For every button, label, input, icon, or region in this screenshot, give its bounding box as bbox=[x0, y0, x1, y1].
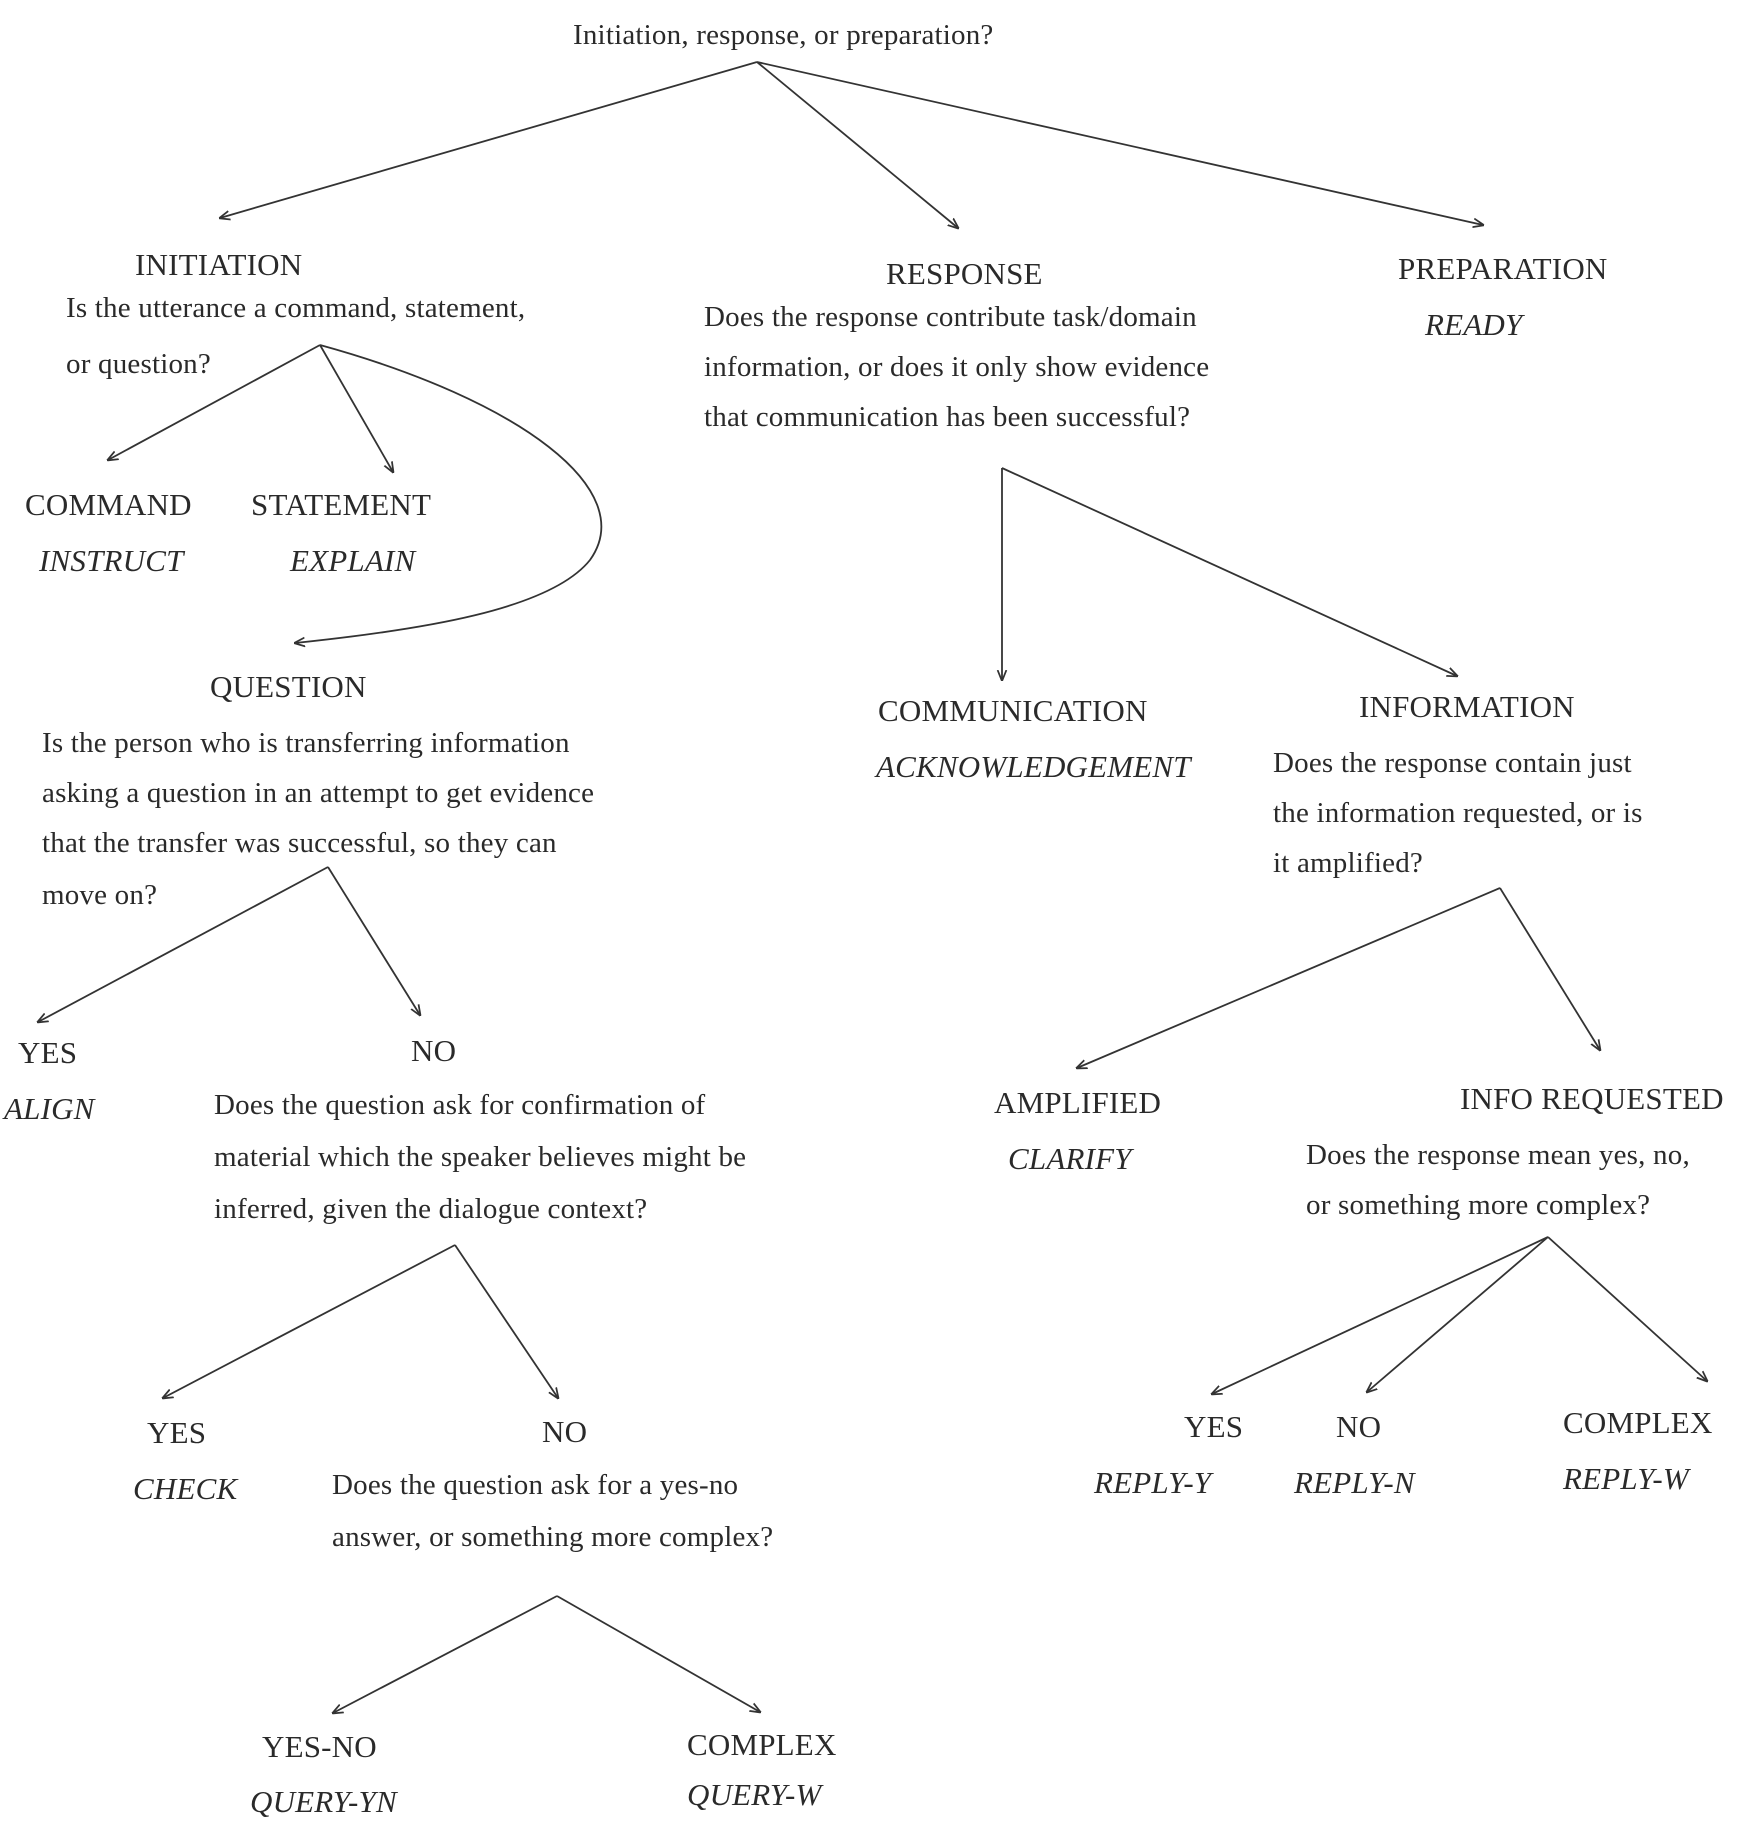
inforequested-question-line-2: or something more complex? bbox=[1306, 1189, 1651, 1221]
edge-root-preparation bbox=[756, 61, 1483, 225]
reply-no-label: NO bbox=[1336, 1409, 1382, 1444]
preparation-move: READY bbox=[1425, 307, 1523, 342]
no2-question-line-2: answer, or something more complex? bbox=[332, 1521, 774, 1553]
complex-query-label: COMPLEX bbox=[687, 1727, 837, 1762]
edge-question-no bbox=[327, 866, 420, 1015]
edge-information-inforequested bbox=[1499, 887, 1600, 1050]
response-question-line-1: Does the response contribute task/domain bbox=[704, 301, 1197, 333]
preparation-label: PREPARATION bbox=[1398, 251, 1608, 286]
reply-complex-move: REPLY-W bbox=[1563, 1461, 1689, 1496]
communication-move: ACKNOWLEDGEMENT bbox=[876, 749, 1191, 784]
edge-inforeq-no bbox=[1367, 1236, 1549, 1392]
reply-complex-label: COMPLEX bbox=[1563, 1405, 1713, 1440]
edge-no1-yes bbox=[163, 1244, 456, 1398]
yesno-label: YES-NO bbox=[262, 1729, 377, 1764]
information-question-line-2: the information requested, or is bbox=[1273, 797, 1643, 829]
question-yes-move: ALIGN bbox=[4, 1091, 95, 1126]
no2-question-line-1: Does the question ask for a yes-no bbox=[332, 1469, 739, 1501]
edge-no2-yesno bbox=[333, 1595, 558, 1713]
edge-initiation-command bbox=[108, 344, 321, 460]
complex-query-move: QUERY-W bbox=[687, 1777, 822, 1812]
question-line-4: move on? bbox=[42, 879, 158, 911]
information-question-line-1: Does the response contain just bbox=[1273, 747, 1632, 779]
edge-root-initiation bbox=[220, 61, 758, 218]
root-question: Initiation, response, or preparation? bbox=[573, 19, 994, 51]
reply-yes-move: REPLY-Y bbox=[1094, 1465, 1212, 1500]
no1-no-label: NO bbox=[542, 1414, 588, 1449]
no1-yes-label: YES bbox=[147, 1415, 207, 1450]
initiation-question-line-2: or question? bbox=[66, 348, 211, 380]
edge-response-information bbox=[1001, 467, 1457, 676]
amplified-move: CLARIFY bbox=[1008, 1141, 1132, 1176]
no1-yes-move: CHECK bbox=[133, 1471, 238, 1506]
no1-question-line-1: Does the question ask for confirmation o… bbox=[214, 1089, 706, 1121]
no1-question-line-2: material which the speaker believes migh… bbox=[214, 1141, 747, 1173]
question-yes-label: YES bbox=[18, 1035, 78, 1070]
response-question-line-2: information, or does it only show eviden… bbox=[704, 351, 1210, 383]
command-move: INSTRUCT bbox=[39, 543, 184, 578]
yesno-move: QUERY-YN bbox=[250, 1784, 397, 1819]
question-line-3: that the transfer was successful, so the… bbox=[42, 827, 557, 859]
statement-label: STATEMENT bbox=[251, 487, 432, 522]
edge-information-amplified bbox=[1077, 887, 1501, 1068]
question-line-1: Is the person who is transferring inform… bbox=[42, 727, 570, 759]
reply-no-move: REPLY-N bbox=[1294, 1465, 1415, 1500]
edge-initiation-statement bbox=[319, 344, 393, 472]
question-no-label: NO bbox=[411, 1033, 457, 1068]
communication-label: COMMUNICATION bbox=[878, 693, 1148, 728]
edge-inforeq-complex bbox=[1547, 1236, 1707, 1381]
reply-yes-label: YES bbox=[1184, 1409, 1244, 1444]
edge-question-yes bbox=[38, 866, 329, 1022]
command-label: COMMAND bbox=[25, 487, 192, 522]
edge-no2-complex bbox=[556, 1595, 760, 1712]
edge-initiation-question bbox=[295, 344, 603, 643]
information-label: INFORMATION bbox=[1359, 689, 1575, 724]
response-label: RESPONSE bbox=[886, 256, 1043, 291]
edge-no1-no bbox=[454, 1244, 558, 1398]
statement-move: EXPLAIN bbox=[290, 543, 416, 578]
edge-root-response bbox=[756, 61, 958, 228]
inforequested-label: INFO REQUESTED bbox=[1460, 1081, 1724, 1116]
initiation-question-line-1: Is the utterance a command, statement, bbox=[66, 292, 526, 324]
initiation-label: INITIATION bbox=[135, 247, 303, 282]
response-question-line-3: that communication has been successful? bbox=[704, 401, 1191, 433]
question-label: QUESTION bbox=[210, 669, 367, 704]
question-line-2: asking a question in an attempt to get e… bbox=[42, 777, 595, 809]
amplified-label: AMPLIFIED bbox=[994, 1085, 1162, 1120]
inforequested-question-line-1: Does the response mean yes, no, bbox=[1306, 1139, 1690, 1171]
edge-inforeq-yes bbox=[1212, 1236, 1549, 1394]
information-question-line-3: it amplified? bbox=[1273, 847, 1423, 879]
no1-question-line-3: inferred, given the dialogue context? bbox=[214, 1193, 648, 1225]
